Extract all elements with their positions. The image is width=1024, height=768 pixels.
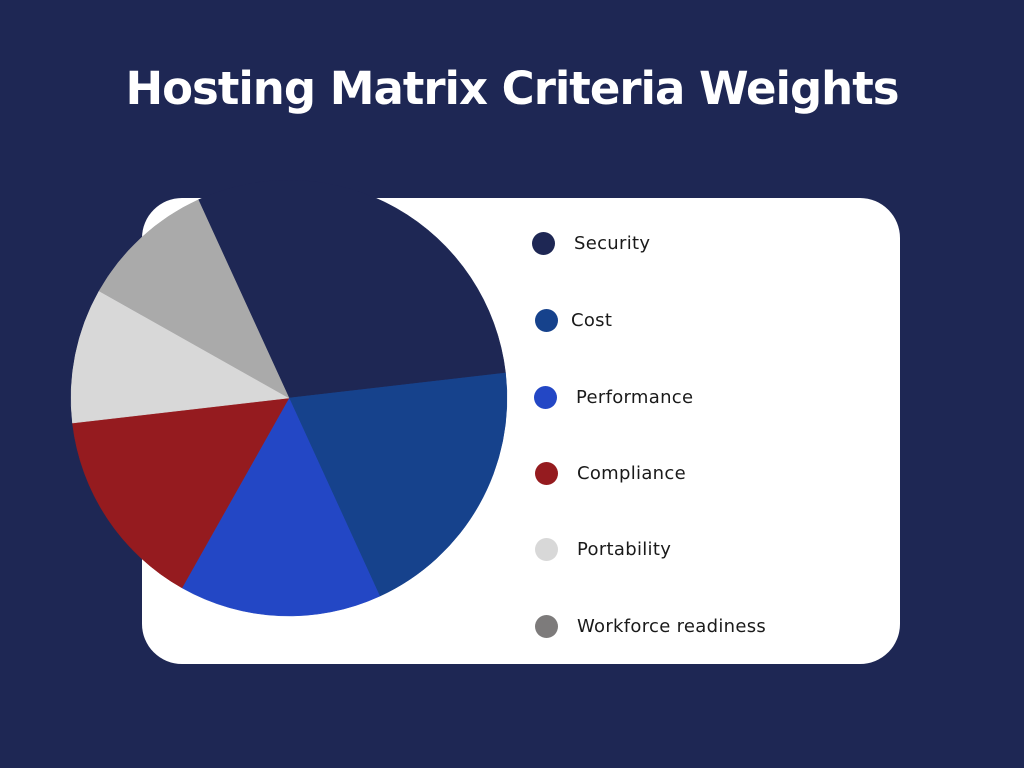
legend-item-compliance: Compliance	[535, 462, 686, 485]
pie-slice-security	[197, 179, 506, 399]
legend-swatch-compliance	[535, 462, 558, 485]
legend-label: Cost	[571, 310, 613, 331]
legend-item-security: Security	[532, 232, 650, 255]
legend-item-portability: Portability	[535, 538, 671, 561]
legend-label: Workforce readiness	[577, 616, 767, 637]
legend-label: Performance	[576, 387, 694, 408]
pie-slice-portability	[70, 290, 290, 424]
legend-label: Security	[574, 233, 651, 254]
legend-item-performance: Performance	[534, 386, 693, 409]
pie-slice-cost	[288, 372, 508, 597]
legend-swatch-cost	[535, 309, 558, 332]
legend-label: Portability	[577, 539, 672, 560]
chart-title: Hosting Matrix Criteria Weights	[125, 62, 899, 115]
legend-item-workforce-readiness: Workforce readiness	[535, 615, 766, 638]
pie-slice-performance	[181, 397, 381, 617]
legend-item-cost: Cost	[535, 309, 612, 332]
legend-swatch-security	[532, 232, 555, 255]
legend-swatch-performance	[534, 386, 557, 409]
legend-swatch-workforce-readiness	[535, 615, 558, 638]
legend-label: Compliance	[577, 463, 686, 484]
legend-swatch-portability	[535, 538, 558, 561]
pie-slice-workforce-readiness	[98, 199, 290, 399]
pie-slice-compliance	[72, 397, 290, 589]
